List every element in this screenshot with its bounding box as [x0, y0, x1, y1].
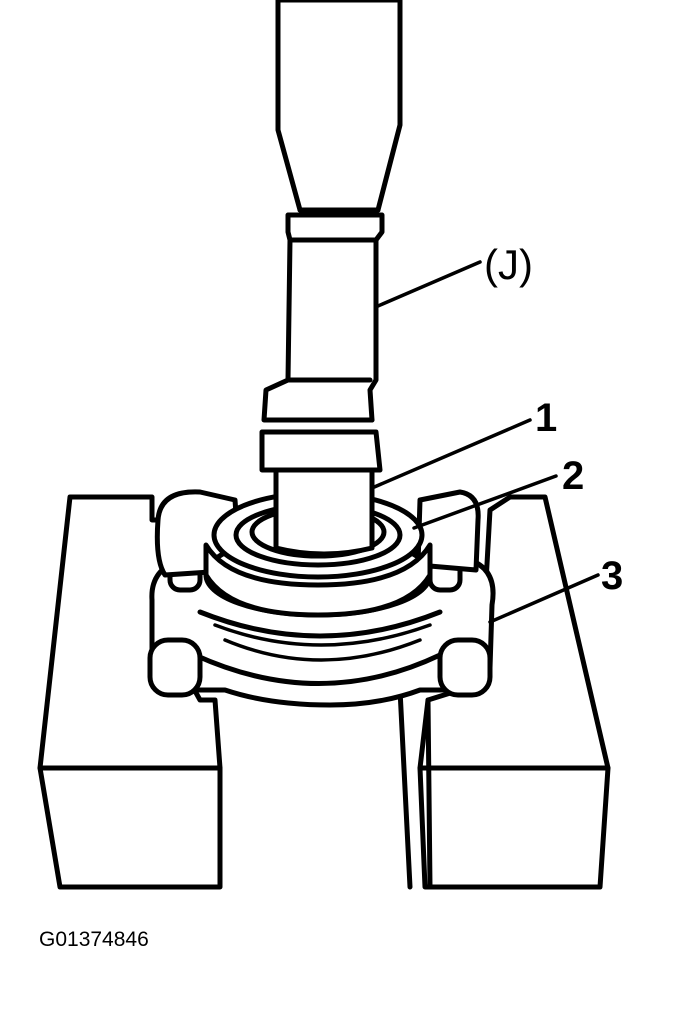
figure-id: G01374846: [39, 928, 149, 951]
callout-1: 1: [535, 396, 558, 440]
callout-2: 2: [562, 454, 585, 498]
callout-3: 3: [601, 554, 624, 598]
callout-tool-j: (J): [484, 241, 533, 288]
leader-lines: [370, 260, 600, 624]
press-tool: [259, 0, 403, 557]
